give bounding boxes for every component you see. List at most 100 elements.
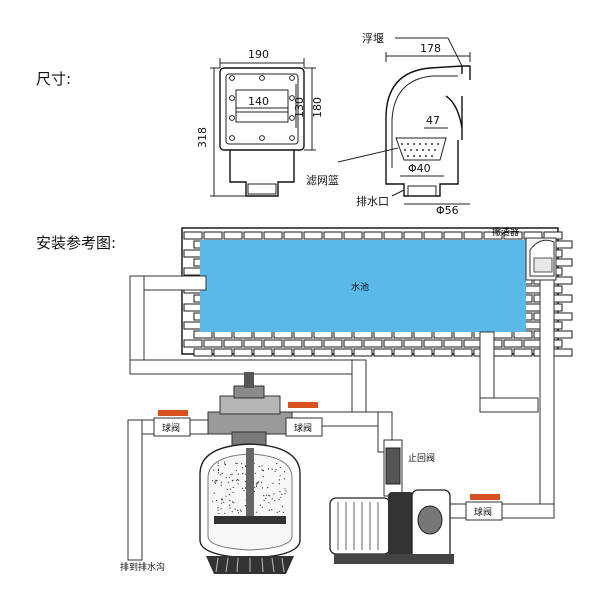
brick (443, 339, 463, 348)
brick (523, 321, 543, 330)
sand-grain (275, 469, 277, 471)
brick (253, 348, 273, 357)
brick (383, 339, 403, 348)
sand-grain (216, 500, 218, 502)
sand-grain (234, 508, 236, 510)
brick (313, 348, 333, 357)
sand-grain (223, 501, 225, 503)
dim-basket-width: 47 (426, 114, 440, 127)
pool-water (200, 240, 526, 332)
sand-grain (263, 499, 265, 501)
brick (283, 231, 303, 240)
sand-grain (255, 484, 258, 486)
sand-grain (278, 510, 280, 512)
brick (313, 330, 333, 339)
sand-grain (211, 480, 214, 482)
sand-grain (236, 480, 238, 482)
brick (553, 312, 573, 321)
sand-grain (267, 468, 270, 470)
sand-grain (271, 509, 273, 511)
label-drain: 排到排水沟 (120, 561, 165, 573)
sand-grain (225, 495, 227, 497)
brick (423, 339, 443, 348)
sand-grain (259, 504, 261, 506)
sand-grain (236, 462, 238, 464)
sand-grain (240, 510, 242, 512)
sand-grain (215, 480, 217, 482)
brick (393, 330, 413, 339)
sand-grain (254, 472, 256, 474)
sand-grain (225, 477, 227, 479)
brick (193, 330, 213, 339)
sand-grain (217, 509, 219, 511)
brick (513, 330, 533, 339)
sand-grain (230, 474, 232, 476)
sand-grain (237, 509, 239, 511)
brick (233, 330, 253, 339)
sand-grain (284, 471, 286, 473)
brick (523, 303, 543, 312)
sand-grain (217, 462, 219, 464)
sand-grain (284, 488, 286, 490)
sand-grain (280, 496, 282, 498)
sand-grain (274, 500, 276, 502)
sand-grain (218, 468, 220, 470)
sand-grain (274, 470, 276, 472)
brick (193, 348, 213, 357)
sand-grain (229, 488, 231, 490)
brick (503, 339, 523, 348)
dim-side-depth: 178 (420, 42, 441, 55)
sand-grain (261, 487, 263, 489)
sand-grain (285, 490, 287, 492)
sand-grain (220, 474, 222, 476)
brick (433, 348, 453, 357)
sand-grain (244, 481, 246, 483)
sand-grain (273, 493, 275, 495)
brick (493, 330, 513, 339)
sand-grain (261, 465, 263, 467)
sand-filter (199, 372, 301, 574)
sand-grain (279, 466, 281, 469)
sand-grain (217, 469, 220, 472)
brick (503, 231, 523, 240)
dim-front-width: 190 (248, 48, 269, 61)
sand-grain (256, 482, 259, 484)
brick (323, 339, 343, 348)
sand-grain (262, 476, 264, 478)
sand-grain (279, 475, 281, 477)
brick (283, 339, 303, 348)
brick (223, 339, 243, 348)
skimmer-front-view (219, 67, 305, 197)
brick (203, 231, 223, 240)
sand-grain (229, 499, 231, 502)
sand-grain (256, 511, 258, 513)
brick (343, 339, 363, 348)
brick (403, 231, 423, 240)
ball-valve-handles (158, 402, 500, 500)
label-filter-basket: 滤网篮 (306, 173, 339, 187)
label-pool: 水池 (351, 281, 369, 293)
brick (243, 339, 263, 348)
sand-grain (228, 494, 231, 496)
ball-valve-bodies (153, 417, 503, 521)
brick (223, 231, 243, 240)
sand-grain (237, 512, 239, 514)
sand-grain (256, 485, 258, 487)
label-drain-outlet: 排水口 (356, 194, 389, 208)
brick (343, 231, 363, 240)
label-ball-valve-left: 球阀 (162, 422, 180, 434)
dim-outlet-diameter: Φ56 (436, 204, 459, 217)
skimmer-in-wall (525, 237, 557, 281)
dim-opening-width: 140 (248, 95, 269, 108)
sand-grain (244, 487, 246, 489)
sand-grain (278, 483, 280, 485)
sand-grain (265, 494, 268, 496)
brick (183, 303, 203, 312)
sand-grain (268, 509, 270, 511)
sand-grain (241, 463, 243, 465)
side-dimension-lines (337, 37, 471, 205)
sand-grain (267, 487, 269, 489)
sand-grain (256, 482, 258, 484)
dim-opening-height: 130 (293, 97, 306, 118)
